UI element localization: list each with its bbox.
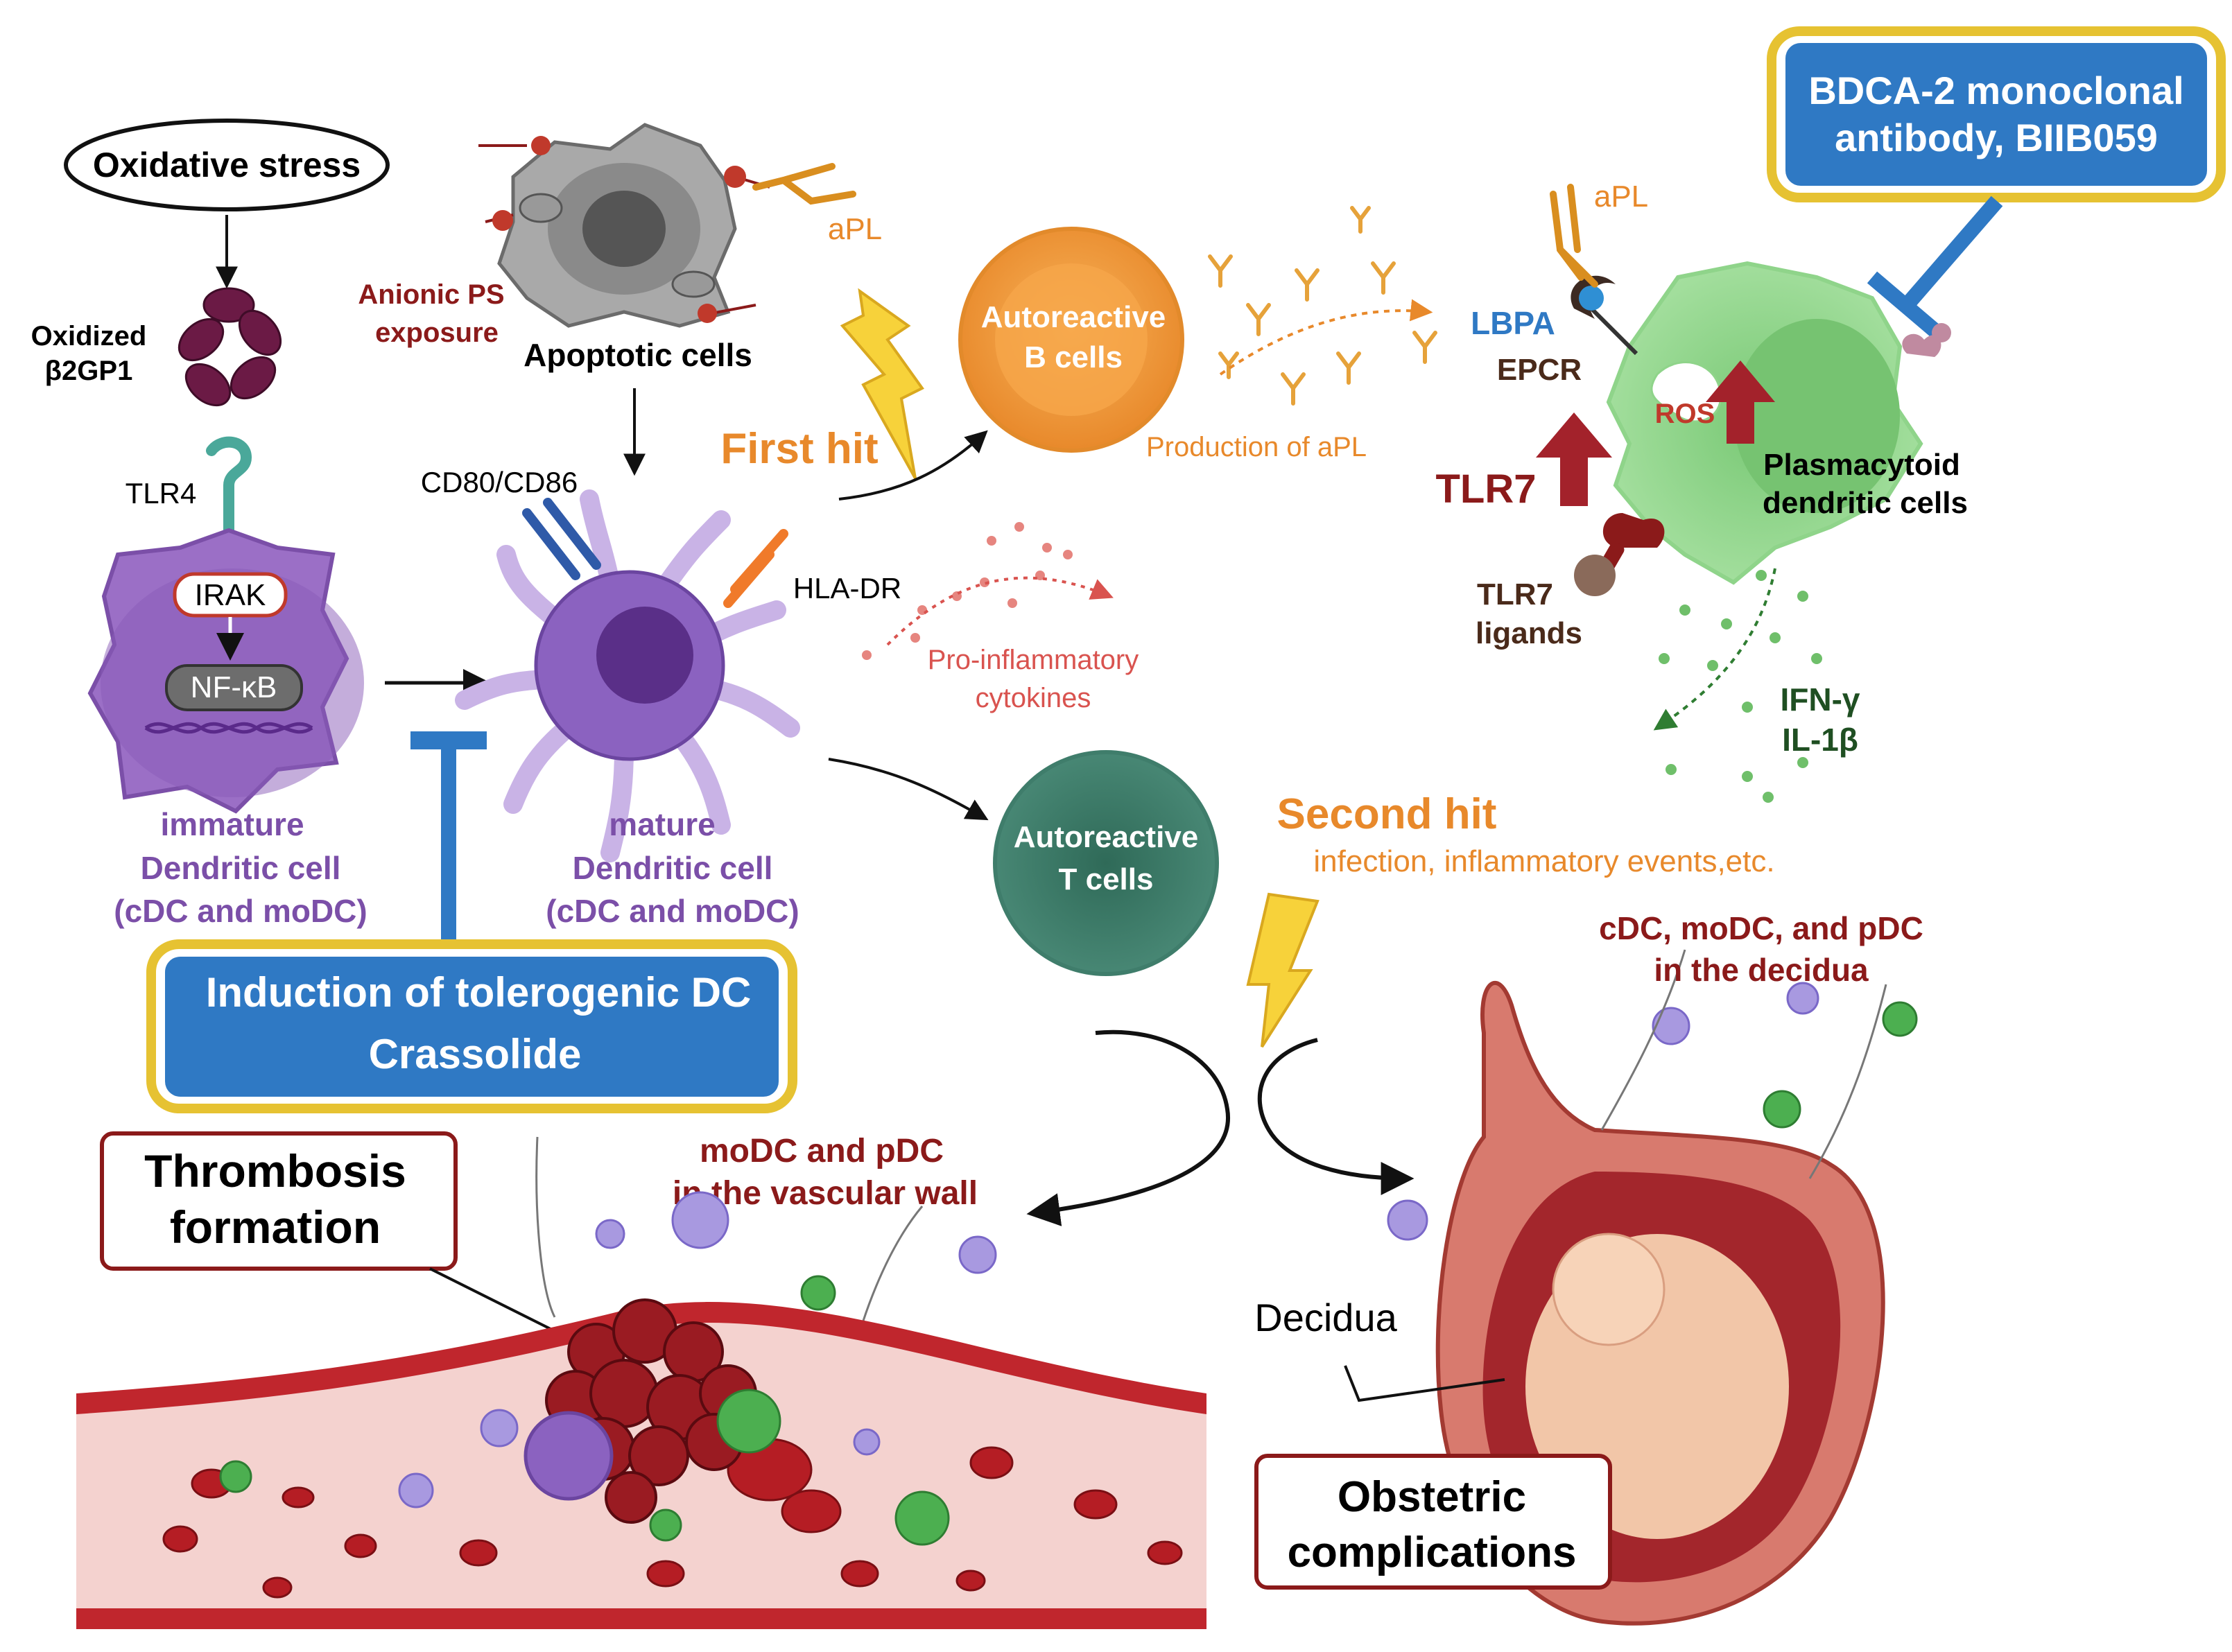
proinfl-label-2: cytokines xyxy=(976,683,1091,713)
oxidized-b2gp1-molecule-icon xyxy=(178,287,282,407)
thrombosis-label-1: Thrombosis xyxy=(144,1145,406,1197)
decidua-dc-label-2: in the decidua xyxy=(1654,952,1869,988)
mature-dendritic-cell-icon xyxy=(455,489,800,862)
nfkb-node xyxy=(165,664,303,711)
plasmacytoid-dendritic-cell-icon xyxy=(1606,261,1923,585)
il1b-label: IL-1β xyxy=(1782,722,1858,758)
decidua-pointer-line-left xyxy=(1600,949,1686,1131)
irak-node xyxy=(173,572,288,618)
vascular-pointer-line-left xyxy=(535,1136,556,1318)
ros-up-arrow-icon xyxy=(1706,360,1775,444)
oxidized-label: Oxidized xyxy=(31,321,147,351)
obstetric-box: Obstetric complications xyxy=(1254,1454,1612,1590)
arrow-second-hit-to-vascular xyxy=(1026,1029,1230,1226)
apoptotic-label: Apoptotic cells xyxy=(524,337,752,373)
mature-label-2: Dendritic cell xyxy=(573,850,773,886)
proinfl-label-1: Pro-inflammatory xyxy=(928,645,1139,675)
bdca-2-receptor-icon xyxy=(1902,323,1951,357)
cd80-label: CD80/CD86 xyxy=(421,466,578,498)
b-cells-label-2: B cells xyxy=(1024,340,1123,374)
epcr-receptor-icon xyxy=(1571,275,1638,356)
pdc-label-1: Plasmacytoid xyxy=(1763,448,1960,482)
arrow-second-hit-to-decidua xyxy=(1257,1038,1415,1195)
arrow-first-hit-to-b-cells xyxy=(838,430,988,501)
tlr7-up-arrow-icon xyxy=(1536,412,1612,506)
tolerogenic-dc-box: Induction of tolerogenic DC Crassolide xyxy=(146,939,797,1113)
dna-strand-icon xyxy=(144,722,313,734)
decidua-pointer-line xyxy=(1344,1365,1505,1402)
decidua-pointer-line-right xyxy=(1808,984,1887,1179)
pdc-label-2: dendritic cells xyxy=(1763,486,1968,520)
lbpa-label: LBPA xyxy=(1471,305,1555,341)
production-label: Production of aPL xyxy=(1146,432,1367,462)
b-cell-nucleus-icon xyxy=(995,263,1148,416)
hla-dr-receptor-icon xyxy=(723,529,788,608)
nfkb-label: NF-κB xyxy=(191,670,277,704)
t-cells-label-1: Autoreactive xyxy=(1014,820,1199,854)
mature-label-1: mature xyxy=(609,806,715,842)
anionic-label-2: exposure xyxy=(375,318,499,348)
bdca-label-1: BDCA-2 monoclonal xyxy=(1808,69,2183,112)
first-hit-label: First hit xyxy=(720,425,878,473)
apl-antibody-left-icon xyxy=(752,163,856,205)
decidua-label: Decidua xyxy=(1254,1296,1397,1339)
tlr7-ligands-label-2: ligands xyxy=(1476,616,1582,650)
arrow-b-cells-to-apl xyxy=(1219,299,1433,376)
thrombus-clot-icon xyxy=(545,1298,757,1524)
bdca-label-2: antibody, BIIB059 xyxy=(1835,116,2158,159)
apl-right-label: aPL xyxy=(1594,180,1648,214)
tlr4-receptor-icon xyxy=(206,436,252,539)
second-hit-lightning-icon xyxy=(1246,892,1320,1048)
tlr7-ligands-label-1: TLR7 xyxy=(1477,577,1553,611)
second-hit-label: Second hit xyxy=(1277,790,1497,838)
interferon-dots-icon xyxy=(1659,570,1822,803)
second-hit-subtitle: infection, inflammatory events,etc. xyxy=(1313,844,1774,878)
bdca-inhibition-bar-icon xyxy=(1867,195,2003,342)
mature-label-3: (cDC and moDC) xyxy=(546,893,799,929)
tolerogenic-label-1: Induction of tolerogenic DC xyxy=(206,969,752,1016)
arrow-mature-to-t-cells xyxy=(828,758,989,821)
obstetric-label-2: complications xyxy=(1288,1529,1577,1576)
b-cells-label-1: Autoreactive xyxy=(981,300,1166,334)
anionic-label-1: Anionic PS xyxy=(358,279,504,310)
apl-antibody-cloud-icon xyxy=(1208,206,1437,406)
cytokine-dots-icon xyxy=(862,522,1073,660)
cd80-cd86-receptor-icon xyxy=(522,498,601,580)
t-cells-label-2: T cells xyxy=(1059,862,1154,896)
tlr7-label: TLR7 xyxy=(1436,467,1537,512)
vascular-label-1: moDC and pDC xyxy=(700,1133,944,1170)
tolerogenic-inhibition-bar-icon xyxy=(410,731,487,947)
epcr-label: EPCR xyxy=(1497,353,1582,387)
oxidative-stress-label: Oxidative stress xyxy=(93,146,361,184)
tlr7-receptor-icon xyxy=(1574,513,1665,596)
apoptotic-cell-icon xyxy=(497,123,737,328)
bdca-2-antibody-box: BDCA-2 monoclonal antibody, BIIB059 xyxy=(1767,26,2226,202)
immature-label-3: (cDC and moDC) xyxy=(114,893,367,929)
apl-antibody-right-icon xyxy=(1550,184,1598,288)
hladr-label: HLA-DR xyxy=(793,572,901,605)
immature-label-1: immature xyxy=(160,806,304,842)
decidua-dc-label-1: cDC, moDC, and pDC xyxy=(1599,910,1923,946)
immature-label-2: Dendritic cell xyxy=(141,850,341,886)
irak-label: IRAK xyxy=(195,578,266,612)
autoreactive-t-cell-icon xyxy=(993,750,1219,976)
apl-left-label: aPL xyxy=(828,212,882,246)
thrombosis-box: Thrombosis formation xyxy=(100,1131,458,1271)
oxidative-stress-node: Oxidative stress xyxy=(64,119,390,211)
b2gp1-label: β2GP1 xyxy=(45,356,133,386)
ifn-label: IFN-γ xyxy=(1781,681,1860,718)
obstetric-label-1: Obstetric xyxy=(1338,1473,1526,1521)
ros-label: ROS xyxy=(1655,399,1715,429)
mature-dc-in-clot-icon xyxy=(524,1411,614,1501)
tolerogenic-label-2: Crassolide xyxy=(369,1031,582,1077)
thrombosis-label-2: formation xyxy=(170,1201,381,1253)
tlr4-label: TLR4 xyxy=(126,477,197,510)
arrow-interferon xyxy=(1653,568,1776,731)
